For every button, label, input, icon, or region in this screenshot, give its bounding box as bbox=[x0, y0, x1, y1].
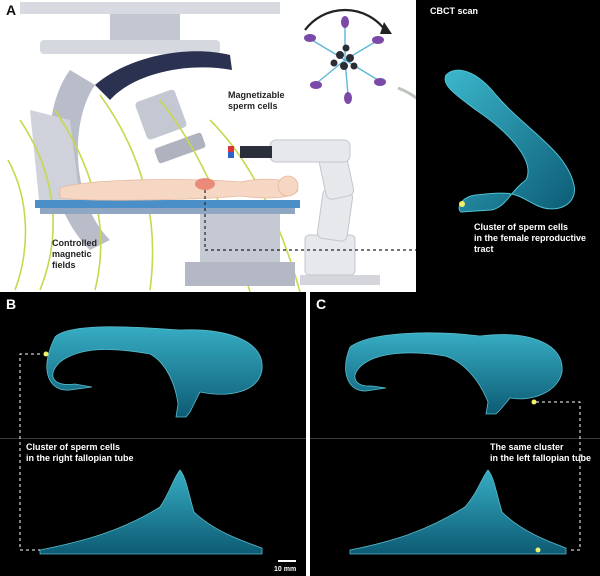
detector-head bbox=[135, 89, 187, 140]
robot-effector bbox=[240, 146, 272, 158]
cbct-panel: CBCT scan Cluster of sperm cells in the … bbox=[416, 0, 600, 292]
right-tube-line-2: in the right fallopian tube bbox=[26, 453, 134, 463]
robot-base bbox=[304, 234, 356, 276]
scale-bar-label: 10 mm bbox=[274, 566, 297, 573]
patient-table-edge bbox=[40, 208, 295, 214]
panel-b-divider bbox=[0, 438, 306, 439]
detector-plate bbox=[154, 132, 206, 164]
c-top-uterus bbox=[345, 332, 563, 415]
scale-bar-line bbox=[278, 560, 296, 562]
c-cluster-dot bbox=[531, 399, 537, 405]
gantry-rail bbox=[20, 2, 280, 14]
c-bottom-cluster-dot bbox=[535, 547, 541, 553]
magnet-south bbox=[228, 152, 234, 158]
gantry-arm bbox=[40, 40, 220, 54]
magnetic-fields-line-1: Controlled bbox=[52, 238, 97, 248]
cbct-scan-title: CBCT scan bbox=[430, 6, 479, 16]
b-top-uterus bbox=[46, 326, 263, 418]
panel-a: A Magnetizable sperm cells Controlled ma… bbox=[0, 0, 416, 292]
c-arm-top bbox=[95, 51, 232, 100]
cluster-connector bbox=[204, 190, 416, 251]
panel-a-illustration bbox=[7, 2, 416, 292]
cluster-tract-caption: Cluster of sperm cells in the female rep… bbox=[474, 222, 600, 255]
cbct-uterus-scan bbox=[444, 69, 575, 213]
c-arm-housing bbox=[30, 110, 80, 210]
robot-forearm bbox=[269, 139, 351, 163]
magnetic-fields-line-2: magnetic bbox=[52, 249, 92, 259]
left-tube-caption: The same cluster in the left fallopian t… bbox=[490, 442, 591, 464]
cbct-to-inset-arrow bbox=[397, 86, 416, 100]
magnetic-fields-caption: Controlled magnetic fields bbox=[52, 238, 97, 271]
cluster-tract-line-1: Cluster of sperm cells bbox=[474, 222, 569, 232]
c-bottom-uterus bbox=[349, 469, 567, 555]
b-cluster-dot bbox=[43, 351, 49, 357]
right-tube-line-1: Cluster of sperm cells bbox=[26, 442, 121, 452]
rotation-arrow bbox=[304, 8, 386, 31]
b-bottom-uterus bbox=[39, 469, 263, 555]
panel-c-scans bbox=[345, 332, 581, 555]
rotation-arrowhead bbox=[380, 22, 392, 34]
right-tube-caption: Cluster of sperm cells in the right fall… bbox=[26, 442, 134, 464]
gantry-mount bbox=[110, 14, 180, 44]
cbct-uterus bbox=[444, 69, 575, 213]
panel-a-label: A bbox=[6, 2, 17, 18]
table-base bbox=[200, 214, 280, 264]
c-connector bbox=[536, 401, 581, 551]
panel-c: C The same cluster in the left fallopian… bbox=[310, 292, 600, 576]
robot-base-plate bbox=[300, 275, 380, 285]
left-tube-line-1: The same cluster bbox=[490, 442, 564, 452]
patient bbox=[59, 178, 299, 201]
magnet-north bbox=[228, 146, 234, 152]
magnetizable-sperm-line-1: Magnetizable bbox=[228, 90, 285, 100]
panel-b-label: B bbox=[6, 296, 17, 312]
patient-table-top bbox=[35, 200, 300, 208]
target-region bbox=[195, 178, 215, 190]
left-tube-line-2: in the left fallopian tube bbox=[490, 453, 591, 463]
patient-head bbox=[277, 175, 299, 197]
panel-c-label: C bbox=[316, 296, 327, 312]
sperm-cells bbox=[304, 16, 386, 104]
magnetic-fields-line-3: fields bbox=[52, 260, 76, 270]
panel-b-scans bbox=[19, 326, 296, 562]
magnetizable-sperm-caption: Magnetizable sperm cells bbox=[228, 90, 285, 112]
panel-b: B Cluster of sperm cells in the right fa… bbox=[0, 292, 306, 576]
panel-c-divider bbox=[310, 438, 600, 439]
table-foot bbox=[185, 262, 295, 286]
cluster-tract-line-2: in the female reproductive tract bbox=[474, 233, 587, 254]
magnetizable-sperm-line-2: sperm cells bbox=[228, 101, 278, 111]
cbct-cluster-dot bbox=[459, 201, 465, 207]
